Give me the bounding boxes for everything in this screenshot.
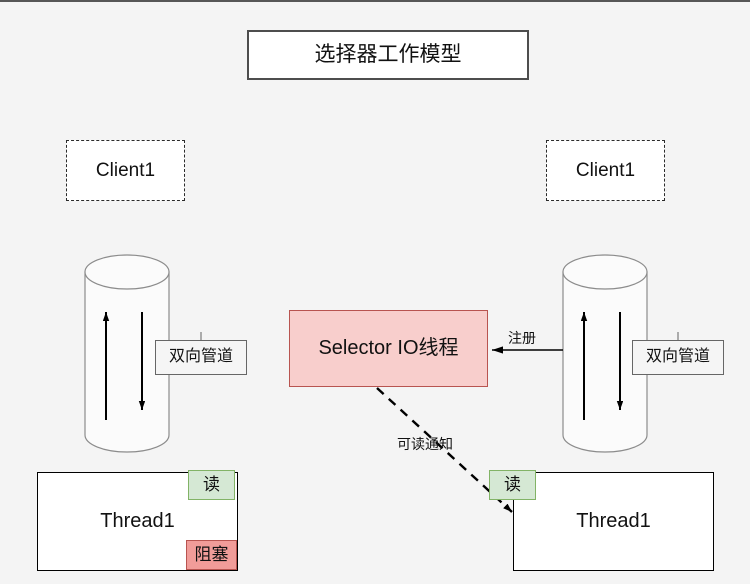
status-badge-blocked-label: 阻塞: [194, 545, 229, 565]
edge-label-register: 注册: [508, 330, 536, 346]
node-client-left[interactable]: Client1: [66, 140, 185, 201]
node-thread-left-label: Thread1: [100, 510, 175, 532]
node-selector-label: Selector IO线程: [318, 337, 459, 359]
status-badge-read-right-label: 读: [504, 475, 521, 495]
top-divider: [0, 0, 750, 2]
node-thread-right[interactable]: Thread1: [513, 472, 714, 571]
status-badge-read-left-label: 读: [203, 475, 220, 495]
edge-label-readable-notify: 可读通知: [397, 436, 453, 452]
status-badge-blocked[interactable]: 阻塞: [186, 540, 237, 570]
page-title: 选择器工作模型: [247, 30, 529, 80]
label-bidirectional-pipe-left[interactable]: 双向管道: [155, 340, 247, 375]
label-bidirectional-pipe-left-text: 双向管道: [168, 348, 233, 366]
page-title-label: 选择器工作模型: [314, 42, 462, 66]
label-bidirectional-pipe-right[interactable]: 双向管道: [632, 340, 724, 375]
node-selector-io-thread[interactable]: Selector IO线程: [289, 310, 488, 387]
status-badge-read-right[interactable]: 读: [489, 470, 536, 500]
status-badge-read-left[interactable]: 读: [188, 470, 235, 500]
node-client-left-label: Client1: [95, 159, 156, 181]
node-client-right-label: Client1: [575, 159, 636, 181]
label-bidirectional-pipe-right-text: 双向管道: [645, 348, 710, 366]
node-thread-right-label: Thread1: [576, 510, 651, 532]
node-client-right[interactable]: Client1: [546, 140, 665, 201]
